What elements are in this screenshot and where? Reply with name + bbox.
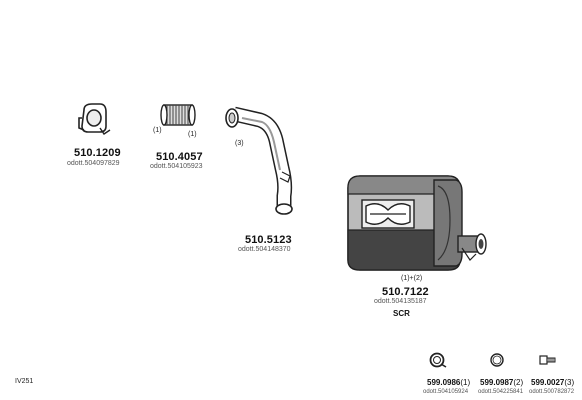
flange-clamp-drawing — [78, 103, 111, 135]
qty-label-right: (1) — [188, 131, 197, 138]
bent-pipe-drawing — [225, 106, 293, 215]
part-number-510-1209: 510.1209 — [74, 147, 121, 159]
ring-gasket-drawing — [490, 353, 504, 367]
oe-number-510-5123: odott.504148370 — [238, 246, 291, 253]
oe-number-510-7122: odott.504135187 — [374, 298, 427, 305]
scr-label: SCR — [393, 309, 410, 318]
hardware-oe-599-0027: odott.500782872 — [529, 389, 575, 395]
hardware-number-599-0987: 599.0987(2) — [480, 378, 524, 387]
part-number-510-7122: 510.7122 — [382, 286, 429, 298]
hardware-number-599-0986: 599.0986(1) — [427, 378, 471, 387]
hardware-number-599-0027: 599.0027(3) — [531, 378, 575, 387]
oe-number-510-1209: odott.504097829 — [67, 160, 120, 167]
diagram-code: IV251 — [15, 378, 34, 385]
hardware-oe-599-0986: odott.504105924 — [423, 389, 469, 395]
scr-muffler-drawing — [347, 175, 487, 271]
flex-pipe-drawing — [160, 104, 196, 126]
oe-number-510-4057: odott.504105923 — [150, 163, 203, 170]
clamp-drawing — [429, 352, 447, 368]
bolt-drawing — [539, 355, 556, 365]
qty-label-muffler: (1)+(2) — [401, 275, 423, 282]
part-number-510-4057: 510.4057 — [156, 151, 203, 163]
hardware-oe-599-0987: odott.504225841 — [478, 389, 524, 395]
qty-label-pipe: (3) — [235, 140, 244, 147]
part-number-510-5123: 510.5123 — [245, 234, 292, 246]
qty-label-left: (1) — [153, 127, 162, 134]
